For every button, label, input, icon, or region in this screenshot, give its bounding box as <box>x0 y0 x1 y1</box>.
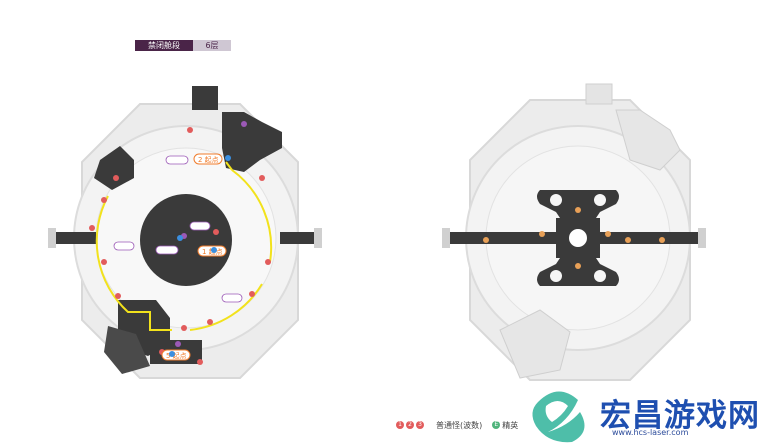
enemy-marker <box>197 359 203 365</box>
enemy-marker <box>575 263 581 269</box>
player-icon <box>211 247 217 253</box>
right-hub-core <box>568 228 588 248</box>
left-endcap-east <box>314 228 322 248</box>
left-corridor-west <box>52 232 96 244</box>
pill-label <box>189 221 211 231</box>
enemy-marker <box>181 325 187 331</box>
player-icon <box>177 235 183 241</box>
legend-dot-3: 3 <box>416 421 424 429</box>
watermark-url: www.hcs-laser.com <box>612 428 689 437</box>
legend: 1 2 3 普通怪(波数) E 精英 <box>396 418 518 432</box>
enemy-marker <box>187 127 193 133</box>
enemy-marker <box>113 175 119 181</box>
floor-label: 6层 <box>193 40 231 51</box>
cross-pocket <box>550 270 562 282</box>
legend-dot-1: 1 <box>396 421 404 429</box>
enemy-marker <box>625 237 631 243</box>
enemy-marker <box>659 237 665 243</box>
right-map <box>442 83 706 381</box>
legend-elite-dot: E <box>492 421 501 429</box>
pill-label <box>165 155 189 165</box>
cross-pocket <box>594 270 606 282</box>
right-cross-pockets <box>550 194 606 282</box>
left-route-path-south <box>189 283 263 331</box>
enemy-marker <box>605 231 611 237</box>
player-icon <box>225 155 231 161</box>
right-room-northeast <box>615 109 681 171</box>
left-room-north <box>192 86 218 110</box>
start-badge-5-bg <box>161 349 191 361</box>
right-endcap-west <box>442 228 450 248</box>
left-room-northeast <box>222 112 282 172</box>
right-corridor-west <box>446 232 556 244</box>
left-player-icons <box>169 155 231 357</box>
player-icon <box>169 351 175 357</box>
enemy-marker <box>213 229 219 235</box>
watermark-logo-icon <box>532 391 585 443</box>
right-enemy-markers <box>483 207 665 269</box>
legend-normal-label: 普通怪(波数) <box>436 420 483 430</box>
pill-label <box>221 293 243 303</box>
right-corridor-east <box>600 232 704 244</box>
watermark-swoosh-inner-icon <box>545 401 568 422</box>
left-route-path <box>95 161 273 331</box>
elite-marker <box>241 121 247 127</box>
enemy-marker <box>265 259 271 265</box>
right-hub-core-ring <box>567 227 589 249</box>
right-room-north <box>585 83 613 105</box>
enemy-marker <box>249 291 255 297</box>
start-badge-2-bg <box>193 153 223 165</box>
pill-label <box>113 241 135 251</box>
enemy-marker <box>101 259 107 265</box>
enemy-marker <box>101 197 107 203</box>
watermark-text: 宏昌游戏网 <box>600 398 760 434</box>
left-enemy-markers <box>89 127 271 365</box>
right-room-southwest <box>499 309 571 379</box>
enemy-marker <box>89 225 95 231</box>
cross-pocket <box>550 194 562 206</box>
legend-elite-label: 精英 <box>502 420 519 430</box>
right-endcap-east <box>698 228 706 248</box>
enemy-marker <box>575 207 581 213</box>
left-central-chamber <box>140 194 232 286</box>
start-badge-2: 2 起点 <box>198 156 219 164</box>
enemy-marker <box>483 237 489 243</box>
left-room-south <box>104 326 150 374</box>
enemy-marker <box>539 231 545 237</box>
cross-pocket <box>594 194 606 206</box>
legend-dot-2: 2 <box>406 421 414 429</box>
left-endcap-west <box>48 228 56 248</box>
start-badge-5: 5 起点 <box>166 352 187 360</box>
elite-marker <box>175 341 181 347</box>
pill-label <box>155 245 179 255</box>
left-map: 2 起点 1 起点 5 起点 <box>48 86 322 379</box>
enemy-marker <box>207 319 213 325</box>
left-corridor-east <box>280 232 320 244</box>
enemy-marker <box>259 175 265 181</box>
area-label: 禁闭舱段 <box>135 40 193 51</box>
enemy-marker <box>115 293 121 299</box>
left-room-northwest <box>94 146 134 190</box>
